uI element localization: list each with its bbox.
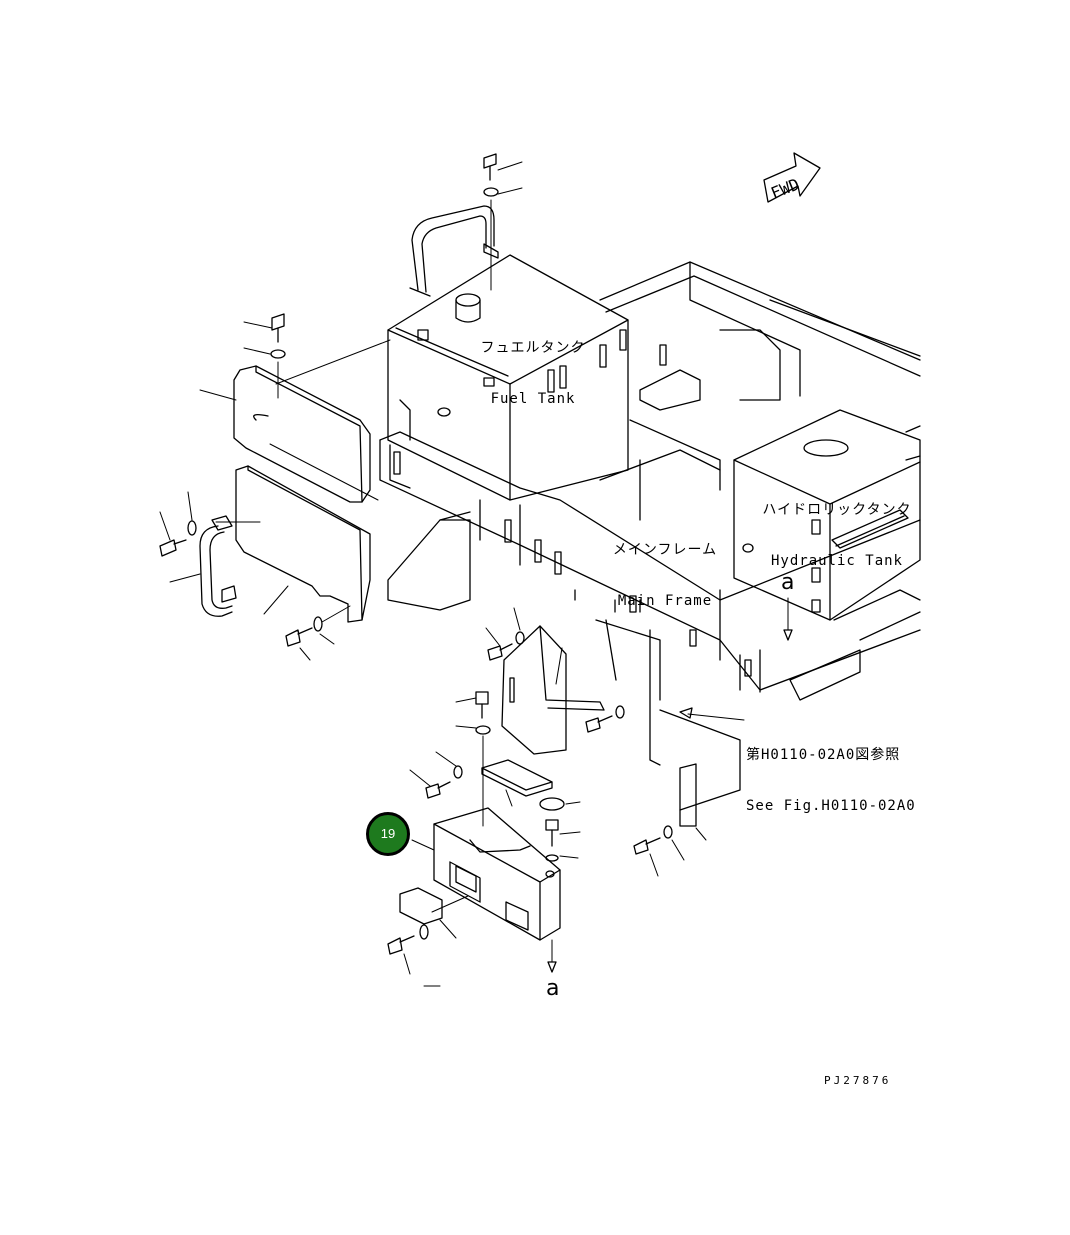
- left-lower-bolt: [285, 605, 351, 661]
- bottom-box-part-19: [387, 807, 561, 987]
- see-fig-reference[interactable]: 第H0110-02A0図参照 See Fig.H0110-02A0: [746, 713, 916, 849]
- see-fig-reference-en: See Fig.H0110-02A0: [746, 798, 916, 814]
- main-frame-label: メインフレーム Main Frame: [610, 508, 720, 644]
- main-frame-label-en: Main Frame: [617, 593, 713, 609]
- reference-arrow-a-bottom-label: a: [546, 976, 560, 1001]
- drawing-code: PJ27876: [824, 1074, 892, 1087]
- lower-left-handle: [159, 491, 237, 617]
- part-callout-19[interactable]: 19: [366, 812, 410, 856]
- reference-arrow-a-top-label: a: [781, 570, 795, 595]
- angle-bracket: [409, 751, 553, 807]
- part-callout-number: 19: [380, 826, 396, 841]
- hydraulic-tank-label: ハイドロリックタンク Hydraulic Tank: [760, 468, 914, 604]
- upper-handle: [409, 205, 499, 297]
- center-bracket-plate: [455, 607, 625, 827]
- hydraulic-tank-label-jp: ハイドロリックタンク: [762, 502, 912, 518]
- main-frame-label-jp: メインフレーム: [612, 542, 718, 558]
- fuel-tank-label-en: Fuel Tank: [490, 391, 576, 407]
- fuel-tank-label-jp: フュエルタンク: [480, 340, 586, 356]
- reference-arrow-top: [783, 597, 793, 641]
- hydraulic-tank: [733, 409, 921, 621]
- lower-side-panel: [215, 465, 371, 623]
- right-small-parts: [539, 763, 707, 877]
- fuel-tank-label: フュエルタンク Fuel Tank: [478, 306, 588, 442]
- side-cover: [199, 339, 391, 503]
- see-fig-leader: [679, 707, 745, 721]
- forward-direction-arrow: FWD: [763, 152, 821, 203]
- hydraulic-tank-label-en: Hydraulic Tank: [770, 553, 903, 569]
- top-bolt: [483, 153, 523, 291]
- see-fig-reference-jp: 第H0110-02A0図参照: [746, 747, 901, 763]
- main-frame: [379, 261, 921, 811]
- left-upper-bolt: [243, 313, 286, 399]
- fuel-tank: [387, 254, 629, 501]
